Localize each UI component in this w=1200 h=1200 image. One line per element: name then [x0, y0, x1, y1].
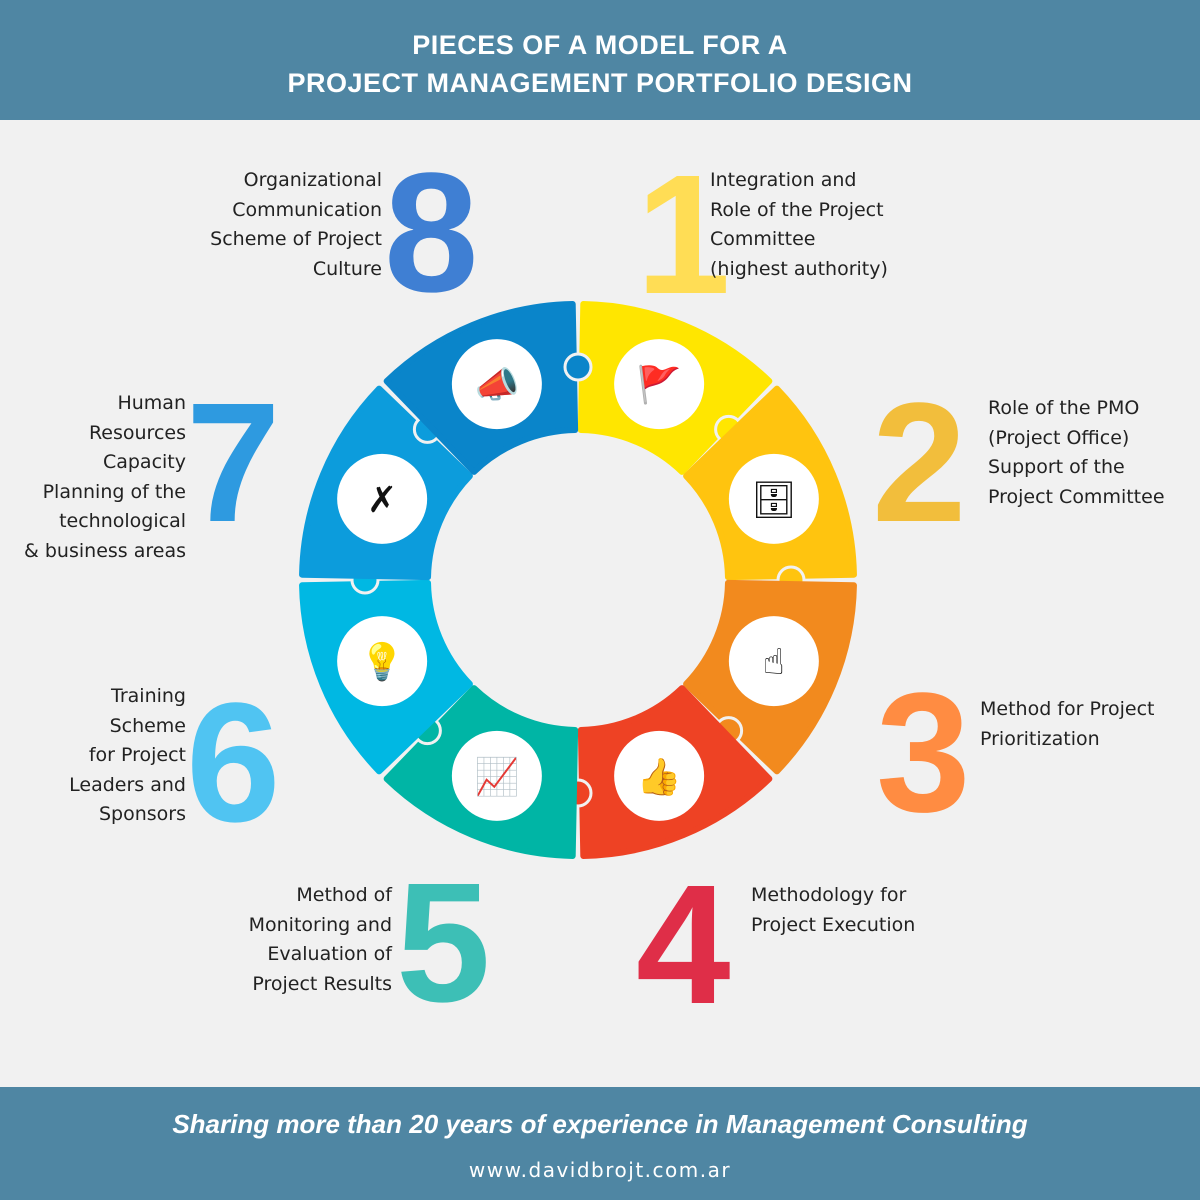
flag-thumbs-up-icon: 👍 — [637, 756, 682, 798]
puzzle-knob — [563, 352, 593, 382]
desk-lamp-icon: 🗄 — [751, 480, 797, 521]
megaphone-icon: 📣 — [474, 365, 519, 406]
number-2: 2 — [872, 368, 967, 558]
label-3: Method for Project Prioritization — [980, 698, 1155, 750]
raised-finger-icon: ☝ — [763, 642, 785, 683]
icon-circle — [337, 453, 428, 544]
icon-circle — [728, 616, 819, 707]
label-8: Organizational Communication Scheme of P… — [210, 169, 382, 280]
icon-circle — [337, 616, 428, 707]
icon-circle — [451, 730, 542, 821]
label-6: Training Scheme for Project Leaders and … — [69, 685, 186, 825]
icon-circle — [614, 339, 705, 430]
footer-tagline: Sharing more than 20 years of experience… — [172, 1109, 1028, 1139]
number-6: 6 — [186, 668, 281, 858]
footer-url[interactable]: www.davidbrojt.com.ar — [468, 1158, 732, 1182]
label-5: Method of Monitoring and Evaluation of P… — [248, 884, 392, 995]
title-line-2: PROJECT MANAGEMENT PORTFOLIO DESIGN — [287, 68, 913, 98]
number-1: 1 — [636, 140, 731, 330]
number-4: 4 — [636, 850, 731, 1040]
number-8: 8 — [384, 138, 479, 328]
label-2: Role of the PMO (Project Office) Support… — [988, 397, 1165, 508]
title-line-1: PIECES OF A MODEL FOR A — [412, 30, 788, 60]
strategy-board-icon: ✗ — [367, 480, 397, 521]
header-banner: PIECES OF A MODEL FOR A PROJECT MANAGEME… — [0, 0, 1200, 120]
label-4: Methodology for Project Execution — [751, 884, 916, 936]
number-5: 5 — [396, 848, 491, 1038]
footer-banner: Sharing more than 20 years of experience… — [0, 1087, 1200, 1200]
person-flag-icon: 🚩 — [637, 364, 682, 406]
icon-circle — [728, 453, 819, 544]
icon-circle — [614, 730, 705, 821]
icon-circle — [451, 339, 542, 430]
number-3: 3 — [876, 658, 971, 848]
growth-chart-icon: 📈 — [474, 756, 519, 798]
label-7: Human Resources Capacity Planning of the… — [24, 392, 186, 562]
label-1: Integration and Role of the Project Comm… — [710, 169, 888, 280]
number-7: 7 — [186, 368, 281, 558]
team-idea-icon: 💡 — [360, 641, 405, 683]
